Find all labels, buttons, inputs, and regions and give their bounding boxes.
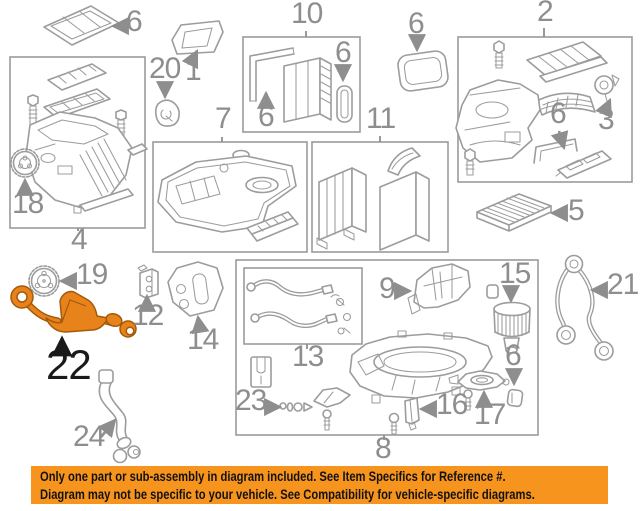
- part-4-heater-case-drawing: [25, 63, 148, 214]
- part-callout-6-9: 6: [550, 97, 567, 130]
- part-callout-22-18: 22: [46, 341, 92, 388]
- part-callout-11-12: 11: [366, 102, 396, 135]
- part-2-case-assembly-drawing: [455, 40, 608, 176]
- part-heater-core-drawing: [283, 57, 332, 123]
- part-callout-12-16: 12: [132, 299, 164, 332]
- part-15-blower-motor-drawing: [493, 301, 531, 354]
- part-callout-4-13: 4: [71, 223, 88, 256]
- part-callout-2-6: 2: [537, 0, 554, 28]
- part-callout-3-8: 3: [598, 103, 615, 136]
- part-callout-6-7: 6: [408, 7, 425, 40]
- banner-line-1: Only one part or sub-assembly in diagram…: [40, 468, 506, 484]
- part-callout-24-19: 24: [73, 420, 105, 453]
- group-box-8: [235, 259, 539, 436]
- part-callout-6-5: 6: [335, 36, 352, 69]
- group-box-13: [243, 267, 363, 345]
- part-callout-14-17: 14: [187, 323, 219, 356]
- part-callout-18-14: 18: [12, 187, 44, 220]
- banner-line-2: Diagram may not be specific to your vehi…: [40, 485, 535, 502]
- part-deflector-drawing: [313, 387, 351, 431]
- part-6-gasket-drawing: [397, 50, 449, 92]
- part-callout-17-26: 17: [474, 398, 506, 431]
- group-box-10: [242, 36, 361, 133]
- part-callout-20-2: 20: [149, 52, 181, 85]
- part-11-evaporator-kit-drawing: [316, 147, 430, 251]
- part-callout-23-21: 23: [235, 384, 267, 417]
- part-callout-16-25: 16: [436, 388, 468, 421]
- part-6-seal-strip-drawing: [249, 47, 295, 102]
- part-callout-21-28: 21: [607, 268, 639, 301]
- part-callout-6-0: 6: [126, 5, 143, 38]
- part-callout-5-10: 5: [568, 194, 585, 227]
- part-23-screw-sensor-drawing: [279, 402, 313, 412]
- group-box-2: [457, 36, 633, 183]
- part-callout-6-24: 6: [505, 339, 522, 372]
- part-13-hose-set-drawing: [246, 279, 352, 335]
- part-callout-1-1: 1: [185, 54, 202, 87]
- part-22-harness-drawing-highlighted: [10, 285, 137, 338]
- part-1-bezel-drawing: [171, 20, 224, 55]
- part-6-grommet-box8-drawing: [506, 388, 524, 408]
- part-14-gasket-plate-drawing: [167, 261, 224, 317]
- part-6-u-seal-drawing: [533, 138, 578, 164]
- part-18-fan-wheel-drawing: [10, 148, 40, 178]
- part-19-blower-wheel-drawing: [28, 265, 60, 297]
- part-callout-8-27: 8: [375, 432, 392, 465]
- part-callout-19-15: 19: [76, 258, 108, 291]
- group-box-7: [152, 141, 308, 253]
- part-12-expansion-valve-drawing: [137, 264, 159, 299]
- part-21-harness-drawing: [555, 254, 614, 361]
- part-callout-6-4: 6: [258, 100, 275, 133]
- part-6-panel-drawing: [43, 5, 120, 46]
- part-9-bracket-drawing: [407, 263, 499, 315]
- part-7-lower-case-drawing: [157, 149, 299, 242]
- part-vent-strip-drawing: [555, 150, 612, 179]
- part-bracket-clip-drawing: [250, 356, 272, 388]
- part-8-lower-housing-drawing: [349, 330, 493, 435]
- part-callout-9-22: 9: [379, 272, 396, 305]
- callout-arrows: [15, 16, 612, 440]
- part-16-door-drawing: [404, 397, 420, 431]
- part-6-oval-seal-drawing: [336, 85, 353, 123]
- disclaimer-banner: Only one part or sub-assembly in diagram…: [31, 466, 608, 504]
- part-callout-13-20: 13: [292, 340, 324, 373]
- part-5-cabin-filter-drawing: [476, 193, 552, 232]
- part-20-grommet-drawing: [154, 99, 180, 127]
- part-3-actuator-drawing: [594, 74, 620, 102]
- part-callout-7-11: 7: [215, 102, 232, 135]
- part-callout-15-23: 15: [499, 257, 531, 290]
- part-callout-10-3: 10: [291, 0, 323, 30]
- part-24-drain-hose-drawing: [98, 369, 141, 464]
